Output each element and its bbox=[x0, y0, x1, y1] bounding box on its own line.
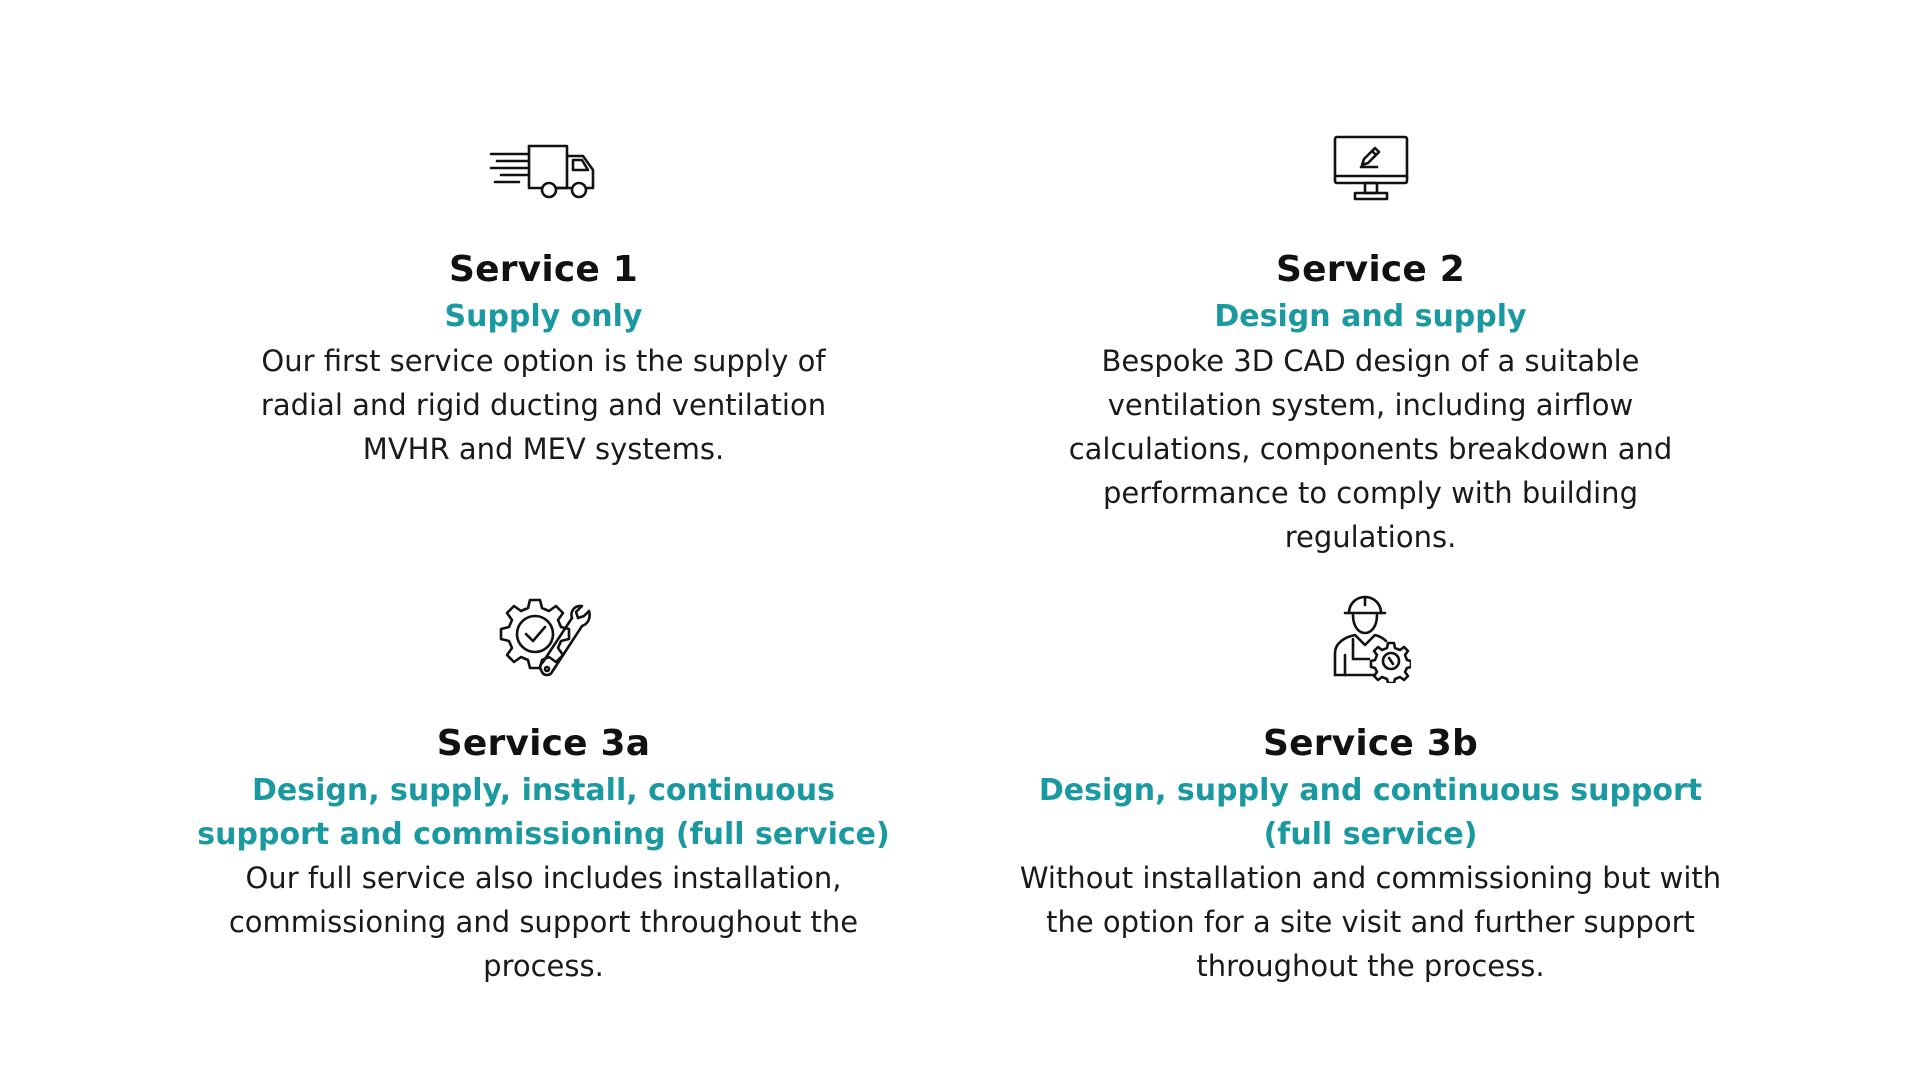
service-card-1: Service 1 Supply only Our first service … bbox=[181, 130, 906, 471]
service-card-2: Service 2 Design and supply Bespoke 3D C… bbox=[1008, 130, 1733, 559]
delivery-truck-icon bbox=[489, 130, 599, 210]
service-description: Without installation and commissioning b… bbox=[1019, 861, 1722, 984]
service-description: Our first service option is the supply o… bbox=[260, 343, 827, 466]
service-description: Bespoke 3D CAD design of a suitable vent… bbox=[1068, 343, 1673, 554]
service-subtitle: Supply only bbox=[444, 299, 643, 335]
service-title: Service 3a bbox=[436, 723, 651, 764]
service-card-3b: Service 3b Design, supply and continuous… bbox=[1008, 594, 1733, 988]
service-subtitle: Design, supply and continuous support (f… bbox=[1038, 773, 1703, 852]
monitor-design-icon bbox=[1331, 130, 1411, 210]
service-title: Service 1 bbox=[448, 249, 639, 290]
service-card-3a: Service 3a Design, supply, install, cont… bbox=[181, 594, 906, 988]
engineer-gear-icon bbox=[1331, 594, 1411, 684]
service-subtitle: Design and supply bbox=[1214, 299, 1527, 335]
gear-wrench-check-icon bbox=[494, 594, 594, 684]
service-title: Service 3b bbox=[1262, 723, 1478, 764]
service-title: Service 2 bbox=[1275, 249, 1466, 290]
service-description: Our full service also includes installat… bbox=[228, 861, 859, 984]
service-subtitle: Design, supply, install, continuous supp… bbox=[197, 773, 890, 852]
